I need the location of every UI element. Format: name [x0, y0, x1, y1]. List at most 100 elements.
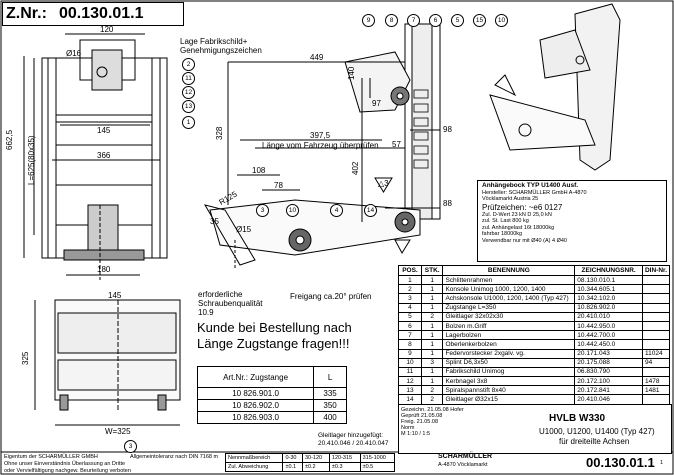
parts-cell: 3	[420, 357, 444, 368]
parts-cell	[641, 339, 671, 350]
parts-cell: 10.826.902.0	[574, 302, 643, 313]
parts-cell: Spiralspannstift 8x40	[442, 385, 576, 396]
order-note: Kunde bei Bestellung nach Länge Zugstang…	[197, 320, 352, 352]
type-plate-line: Vöcklamarkt Austria 25	[482, 196, 539, 202]
parts-cell: 13	[398, 385, 422, 396]
order-note-line-1: Kunde bei Bestellung nach	[197, 320, 352, 335]
parts-cell: Oberlenkerbolzen	[442, 339, 576, 350]
znr-value: 00.130.01.1	[59, 5, 144, 22]
callout-side-5: 5	[451, 14, 464, 27]
tol-cell: ±0.3	[328, 462, 361, 473]
flag-3: △3	[378, 179, 389, 188]
parts-table: POS. STK. BENENNUNG ZEICHNUNGSNR. DIN-Nr…	[398, 265, 671, 414]
parts-cell: 1	[420, 284, 444, 295]
parts-cell: 1	[420, 376, 444, 387]
parts-head-name: BENENNUNG	[442, 265, 576, 276]
parts-cell: Konsole Unimog 1000, 1200, 1400	[442, 284, 576, 295]
parts-cell: Kerbnagel 3x8	[442, 376, 576, 387]
gleitlager-note-1: Gleitlager hinzugefügt:	[318, 432, 384, 439]
callout-1: 1	[182, 116, 195, 129]
callout-bottom-3: 3	[124, 440, 137, 453]
tol-cell: 0-30	[282, 452, 303, 464]
parts-cell: 20.410.010	[574, 311, 643, 322]
callout-side-4: 4	[330, 204, 343, 217]
callout-side-15: 15	[473, 14, 486, 27]
parts-cell: 20.171.043	[574, 348, 643, 359]
dim-145-front: 145	[97, 126, 111, 135]
parts-cell: 10	[398, 357, 422, 368]
parts-cell: 1	[420, 320, 444, 332]
clearance-note: Freigang ca.20° prüfen	[290, 292, 372, 301]
parts-cell: 1	[420, 274, 444, 286]
article-head-artnr: Art.Nr.: Zugstange	[196, 366, 315, 388]
parts-cell: 1	[420, 366, 444, 378]
tol-cell: Zul. Abweichung	[224, 462, 284, 473]
tb-row: Gezeichn. 21.05.08 Hofer	[401, 407, 464, 413]
dim-98: 98	[443, 125, 452, 134]
dim-78: 78	[274, 181, 283, 190]
article-cell: 335	[313, 387, 347, 400]
parts-cell: 10.344.605.1	[574, 284, 643, 295]
dim-449: 449	[310, 53, 324, 62]
callout-side-14: 14	[364, 204, 377, 217]
parts-cell: 10.442.700.0	[574, 330, 643, 341]
parts-cell: 1478	[641, 376, 671, 387]
plate-location-note-1: Lage Fabrikschild+	[180, 37, 248, 46]
tb-scale: M 1:10 / 1:5	[401, 431, 431, 437]
parts-cell: 94	[641, 357, 671, 368]
company-sub-1: A-4870 Vöcklamarkt	[438, 462, 488, 468]
callout-side-6: 6	[429, 14, 442, 27]
tol-cell: Nennmaßbereich	[224, 452, 284, 464]
article-head-l: L	[313, 366, 347, 388]
parts-head-stk: STK.	[420, 265, 444, 276]
tb-row: Freig. 21.05.08	[401, 419, 439, 425]
callout-side-3: 3	[256, 204, 269, 217]
dim-140: 140	[347, 66, 356, 80]
type-plate-line: Verwendbar nur mit Ø40 (A) 4 Ø40	[482, 237, 567, 244]
parts-cell: 1	[420, 339, 444, 350]
tol-cell: ±0.5	[359, 462, 396, 473]
parts-cell: 14	[398, 394, 422, 405]
screw-quality-1: erforderliche	[198, 290, 243, 299]
parts-cell: Zugstange L=350	[442, 302, 576, 313]
title-block: Gezeichn. 21.05.08 Hofer Geprüft 21.05.0…	[398, 404, 672, 454]
parts-cell: 20.410.046	[574, 394, 643, 405]
dim-366: 366	[97, 151, 111, 160]
parts-cell	[641, 366, 671, 378]
parts-cell	[641, 284, 671, 295]
callout-12: 12	[182, 86, 195, 99]
dim-97: 97	[372, 99, 381, 108]
dim-108: 108	[252, 166, 266, 175]
parts-cell: 12	[398, 376, 422, 387]
dim-180: 180	[97, 265, 111, 274]
type-plate-line: Anhängebock TYP U1400 Ausf.	[482, 182, 579, 189]
dim-397: 397,5	[310, 131, 331, 140]
drawing-subtitle-1: U1000, U1200, U1400 (Typ 427)	[539, 427, 655, 436]
parts-cell: 06.830.790	[574, 366, 643, 378]
type-plate-line: Prüfzeichen: ~e6 0127	[482, 202, 563, 212]
parts-cell: 20.172.841	[574, 385, 643, 396]
title-footer: SCHARMÜLLER A-4870 Vöcklamarkt 00.130.01…	[398, 452, 670, 472]
parts-cell: Gleitlager Ø32x15	[442, 394, 576, 405]
parts-cell: Fabrikschild Unimog	[442, 366, 576, 378]
parts-cell: 11	[398, 366, 422, 378]
parts-cell: 2	[420, 311, 444, 322]
tolerance-table: Nennmaßbereich 0-30 30-120 120-315 315-1…	[224, 452, 396, 473]
parts-cell: 4	[398, 302, 422, 313]
drawing-number-header: Z.Nr.: 00.130.01.1	[2, 2, 184, 26]
tol-cell: 315-1000	[359, 452, 396, 464]
parts-cell: Federvorstecker 2xgalv. vg.	[442, 348, 576, 359]
screw-quality-2: Schraubenqualität	[198, 299, 263, 308]
callout-13: 13	[182, 100, 195, 113]
type-plate-line: zul. St. Last 800 kg	[482, 218, 529, 224]
parts-head-din: DIN-Nr.	[641, 265, 671, 276]
footer-left-2: Ohne unser Einverständnis Überlassung an…	[4, 461, 126, 467]
type-plate-line: zul. Anhängelast 16t 18000kg	[482, 224, 555, 231]
plate-location-note-2: Genehmigungszeichen	[180, 46, 262, 55]
dim-145-bottom: 145	[108, 291, 122, 300]
